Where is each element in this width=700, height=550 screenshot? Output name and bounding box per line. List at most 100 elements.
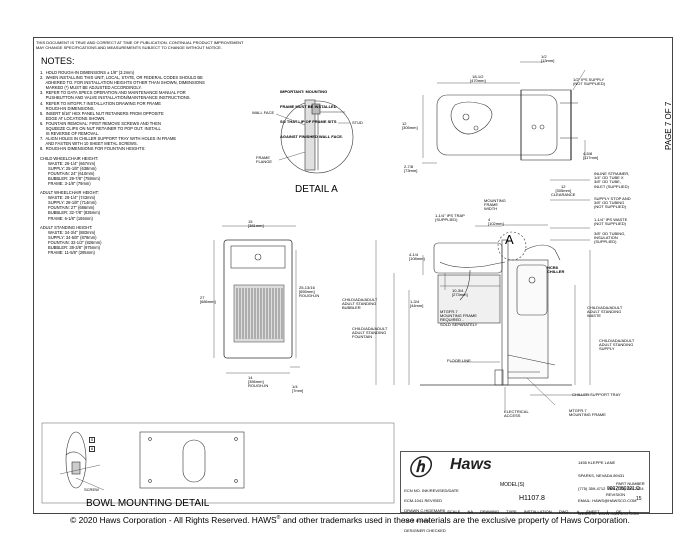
chiller-tray-label: CHILLER SUPPORT TRAY xyxy=(572,392,621,397)
height-item: SUPPLY: 28-1/8" (714mm) xyxy=(48,200,97,206)
revision-label: REVISION xyxy=(606,492,626,497)
ips-supply-note: 1/2" IPS SUPPLY(NOT SUPPLIED) xyxy=(573,77,605,87)
callout-line: IMPORTANT: MOUNTING xyxy=(280,89,328,94)
height-item: FOUNTAIN: 27" (686mm) xyxy=(48,205,95,211)
company-address: 1455 KLEPPE LANE SPARKS, NEVADA 89431 (7… xyxy=(578,460,644,516)
model-value: H1107.8 xyxy=(519,495,545,502)
dim-width: 18-1/2[470mm] xyxy=(470,74,486,84)
copyright-footer: © 2020 Haws Corporation - All Rights Res… xyxy=(0,515,700,525)
height-item: BUBBLER: 32-7/8" (835mm) xyxy=(48,210,100,216)
dim-14: 14[356mm]ROUGH-IN xyxy=(248,375,269,389)
height-group-title: CHILD WHEELCHAIR HEIGHT: xyxy=(40,155,99,161)
note-line: 8. ROUGH-IN DIMENSIONS FOR FOUNTAIN HEIG… xyxy=(40,146,146,152)
height-item: BUBBLER: 29-7/8" (759mm) xyxy=(48,175,100,181)
note-line: EDGE AT LOCATIONS SHOWN. xyxy=(40,115,106,121)
callout-line: AGAINST FINISHED WALL FACE. xyxy=(280,134,344,139)
note-line: ROUGH-IN DIMENSIONS. xyxy=(40,105,95,111)
haws-wordmark: Haws xyxy=(450,456,492,473)
notes-list: 1. HOLD ROUGH-IN DIMENSIONS ± 1/8" (3.2m… xyxy=(40,70,245,255)
note-line: AND FASTEN WITH 10 SHEET METAL SCREWS. xyxy=(40,141,138,147)
dim-27: 27[686mm] xyxy=(200,295,216,305)
floor-line-label: FLOOR LINE xyxy=(447,358,471,363)
note-line: 5. INSERT 5/16" HEX PANEL NUT RETAINERS … xyxy=(40,110,164,116)
frame-dim: 4[102mm] xyxy=(488,217,504,227)
part-number-label: PART NUMBER xyxy=(616,481,645,486)
notes-title: NOTES: xyxy=(41,56,75,66)
note-line: SQUEEZE CLIPS ON NUT RETAINER TO POP OUT… xyxy=(40,126,161,132)
dim-134: 1-3/4[44mm] xyxy=(410,299,424,309)
screw-label: SCREW xyxy=(84,487,99,492)
title-block xyxy=(400,451,650,513)
note-line: 3. REFER TO DATA SPECS OPERATION AND MAI… xyxy=(40,90,186,96)
note-line: 2. WHEN INSTALLING THIS UNIT, LOCAL, STA… xyxy=(40,75,203,81)
dim-458: 4-5/8[117mm] xyxy=(583,151,599,161)
detail-a-title: DETAIL A xyxy=(295,184,338,195)
bowl-detail-title: BOWL MOUNTING DETAIL xyxy=(86,498,210,509)
haws-logo: ⓗ xyxy=(408,455,431,480)
note-line: 7. ALIGN HOLES IN CHILLER SUPPORT TRAY W… xyxy=(40,136,177,142)
detail-a-circle xyxy=(280,100,354,174)
height-item: BUBBLER: 38-3/8" (975mm) xyxy=(48,245,100,250)
dim-25: 25-13/16[655mm]ROUGH-IN xyxy=(299,285,320,299)
note-line: MARKED (*) MUST BE ADJUSTED ACCORDINGLY. xyxy=(40,85,142,91)
stud-label: STUD xyxy=(352,120,363,125)
drawing-sheet xyxy=(33,37,673,514)
note-line: IS REVERSE OF REMOVAL. xyxy=(40,131,100,137)
height-item: FOUNTAIN: 24" (610mm) xyxy=(48,170,95,176)
ips-waste-note: 1-1/4" IPS WASTE(NOT SUPPLIED) xyxy=(594,217,628,227)
page-label: PAGE 7 OF 7 xyxy=(664,101,673,150)
dim-414: 4-1/4[108mm] xyxy=(409,252,425,262)
note-line: 6. FOUNTAIN REMOVAL: FIRST REMOVE SCREWS… xyxy=(40,120,161,126)
dim-depth: 12[305mm] xyxy=(402,121,418,131)
height-item: FRAME: 11-5/8" (295mm) xyxy=(48,250,95,256)
callout-line: FRAME MUST BE INSTALLED xyxy=(280,104,337,109)
dim-half: 1/2[13mm] xyxy=(541,54,555,64)
callout-a: A xyxy=(505,232,514,247)
footer-registered-mark: ® xyxy=(276,515,281,522)
dim-14-small: 1/4[7mm] xyxy=(292,384,304,394)
note-num-6: 6 xyxy=(89,446,96,453)
height-group-title: ADULT STANDING HEIGHT: xyxy=(40,224,93,230)
height-item: SUPPLY: 25-1/8" (638mm) xyxy=(48,165,97,171)
note-line: 4. REFER TO MTGFR.7 INSTALLATION DRAWING… xyxy=(40,100,162,106)
ips-trap-note: 1-1/4" IPS TRAP(SUPPLIED) xyxy=(435,213,465,223)
header-note-line1: THIS DOCUMENT IS TRUE AND CORRECT AT TIM… xyxy=(36,40,244,45)
od-tubing-note: 3/8" OD TUBING,INSULATION(SUPPLIED) xyxy=(594,231,626,245)
height-item: FRAME: 6-1/8" (156mm) xyxy=(48,215,93,221)
note-num-5: 5 xyxy=(89,437,96,444)
note-line: 1. HOLD ROUGH-IN DIMENSIONS ± 1/8" (3.2m… xyxy=(40,70,135,75)
height-item: WASTE: 34-3/4" (883mm) xyxy=(48,229,96,235)
detail-a-callout: IMPORTANT: MOUNTING FRAME MUST BE INSTAL… xyxy=(280,79,343,144)
model-label: MODEL(S) xyxy=(500,482,525,488)
height-item: FRAME: 3-1/8" (79mm) xyxy=(48,180,91,186)
revision-value: 15 xyxy=(636,496,642,502)
clearance-note: 12[305mm]CLEARANCE xyxy=(551,184,576,198)
dim-1034: 10-3/4[273mm] xyxy=(452,288,468,298)
height-item: SUPPLY: 34-5/8" (879mm) xyxy=(48,234,97,240)
part-number: 0002080221.D xyxy=(607,486,640,492)
bottom-row: SCALE NA DRAWING TYPE INSTALLATION DWG. … xyxy=(447,509,631,515)
height-item: WASTE: 26-1/4" (667mm) xyxy=(48,160,96,166)
dim-15: 15[381mm] xyxy=(248,219,264,229)
height-item: FOUNTAIN: 32-1/2" (826mm) xyxy=(48,239,102,245)
small-rows: ECN NO. INK/REVISED/DATE ECM-1041 REVISE… xyxy=(404,488,459,533)
dim-279: 2-7/8[73mm] xyxy=(404,164,418,174)
height-group-title: ADULT WHEELCHAIR HEIGHT: xyxy=(40,190,99,196)
height-item: WASTE: 29-1/4" (743mm) xyxy=(48,195,96,201)
footer-right: and other trademarks used in these mater… xyxy=(280,515,630,525)
header-note-line2: MAY CHANGE SPECIFICATIONS AND MEASUREMEN… xyxy=(36,45,222,50)
note-line: ADHERED TO. FOR INSTALLATION HEIGHTS OTH… xyxy=(40,80,205,86)
